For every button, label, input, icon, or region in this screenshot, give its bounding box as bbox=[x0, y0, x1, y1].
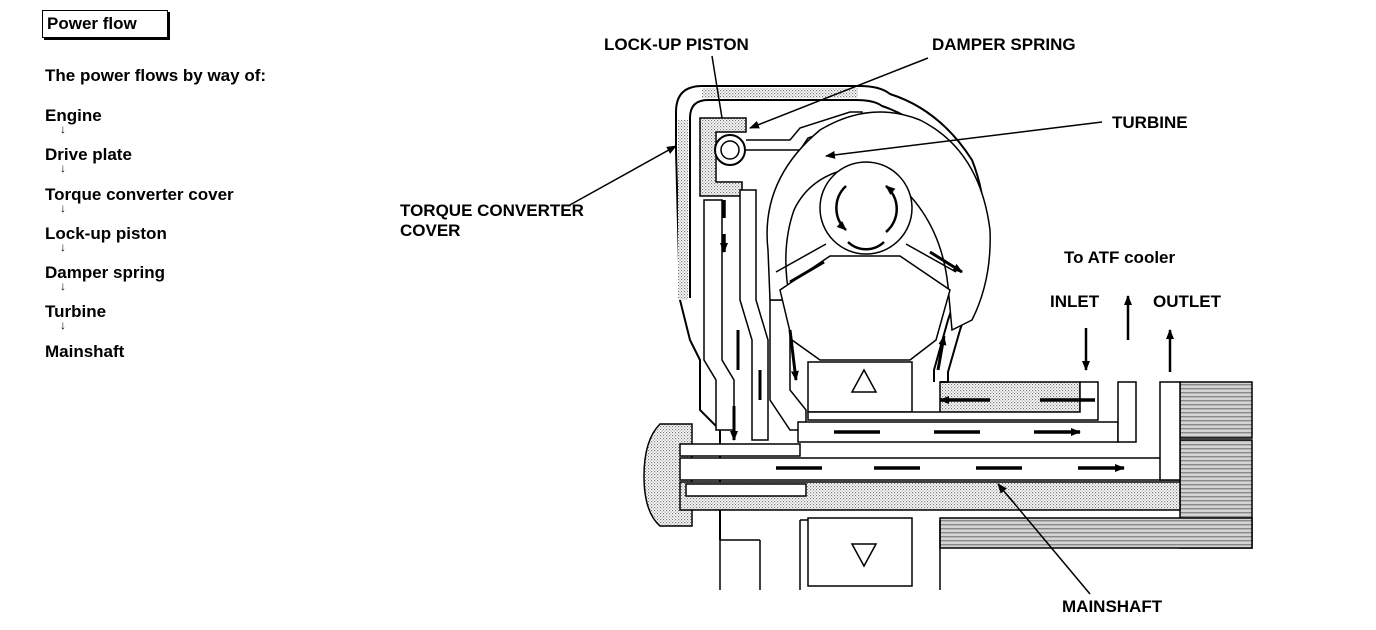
mainshaft-bore-top bbox=[679, 443, 801, 457]
section-title: Power flow bbox=[42, 10, 168, 38]
hub-lower-walls bbox=[719, 539, 761, 590]
upper-passage-housing bbox=[939, 381, 1081, 415]
flow-step-engine: Engine↓ bbox=[45, 106, 102, 136]
cover-fill bbox=[678, 120, 688, 300]
down-arrow-icon: ↓ bbox=[60, 239, 66, 254]
left-channel-inner bbox=[739, 189, 769, 441]
down-triangle-icon bbox=[850, 543, 878, 568]
up-triangle-icon bbox=[850, 368, 878, 393]
housing-right-upper bbox=[1179, 381, 1253, 439]
stator-channel-arrows bbox=[758, 329, 796, 400]
lockup-piston-body bbox=[699, 117, 747, 197]
cover-channel-arrows-down bbox=[734, 330, 738, 440]
turbine-outlet-arrows bbox=[789, 250, 962, 284]
circulation-arrow-right bbox=[885, 185, 898, 233]
hub-lower-wall-right bbox=[799, 519, 808, 590]
middle-passage-riser bbox=[1117, 381, 1137, 443]
flow-step-drive-plate: Drive plate↓ bbox=[45, 145, 132, 176]
down-arrow-icon: ↓ bbox=[60, 318, 66, 333]
turbine-core bbox=[819, 161, 913, 255]
intro-text: The power flows by way of: bbox=[45, 66, 267, 85]
lockup-piston-leader bbox=[711, 55, 723, 119]
power-flow-list: Engine↓ Drive plate↓ Torque converter co… bbox=[45, 106, 234, 381]
label-outlet: OUTLET bbox=[1153, 292, 1222, 311]
damper-spring-inner bbox=[720, 140, 740, 160]
label-mainshaft: MAINSHAFT bbox=[1062, 597, 1163, 616]
circulation-arrow-bottom bbox=[847, 241, 885, 251]
flow-step-turbine: Turbine↓ bbox=[45, 302, 107, 333]
label-tc-cover-line1: TORQUE CONVERTER bbox=[400, 201, 584, 220]
flow-step-lockup-piston: Lock-up piston↓ bbox=[45, 223, 167, 254]
down-arrow-icon: ↓ bbox=[60, 161, 66, 176]
down-arrow-icon: ↓ bbox=[60, 122, 66, 136]
label-inlet: INLET bbox=[1050, 292, 1100, 311]
label-turbine: TURBINE bbox=[1112, 113, 1188, 132]
cover-fill-top bbox=[702, 88, 858, 98]
flow-step-torque-converter-cover: Torque converter cover↓ bbox=[45, 184, 234, 215]
turbine-shell bbox=[766, 111, 991, 332]
mainshaft-bore-bottom bbox=[685, 483, 807, 497]
return-passage bbox=[807, 381, 1099, 421]
flow-step-damper-spring: Damper spring↓ bbox=[45, 263, 165, 294]
damper-spring-leader bbox=[749, 57, 929, 129]
lower-housing bbox=[939, 517, 1253, 549]
tc-cover-leader bbox=[567, 145, 677, 207]
pump-blade-lines bbox=[775, 243, 957, 273]
down-arrow-icon: ↓ bbox=[60, 200, 66, 215]
label-damper-spring: DAMPER SPRING bbox=[932, 35, 1076, 54]
pump-flow-arrow bbox=[936, 335, 947, 371]
label-to-atf-cooler: To ATF cooler bbox=[1064, 248, 1176, 267]
label-lockup-piston: LOCK-UP PISTON bbox=[604, 35, 749, 54]
circulation-arrow-left bbox=[835, 185, 847, 231]
label-tc-cover-line2: COVER bbox=[400, 221, 460, 240]
outlet-riser bbox=[1159, 381, 1181, 481]
left-channel-outer bbox=[703, 199, 735, 431]
down-arrow-icon: ↓ bbox=[60, 279, 66, 294]
flow-step-mainshaft: Mainshaft bbox=[45, 341, 125, 361]
mainshaft-leader bbox=[997, 483, 1091, 595]
pump-blade-region bbox=[779, 255, 951, 361]
turbine-leader bbox=[825, 121, 1103, 159]
